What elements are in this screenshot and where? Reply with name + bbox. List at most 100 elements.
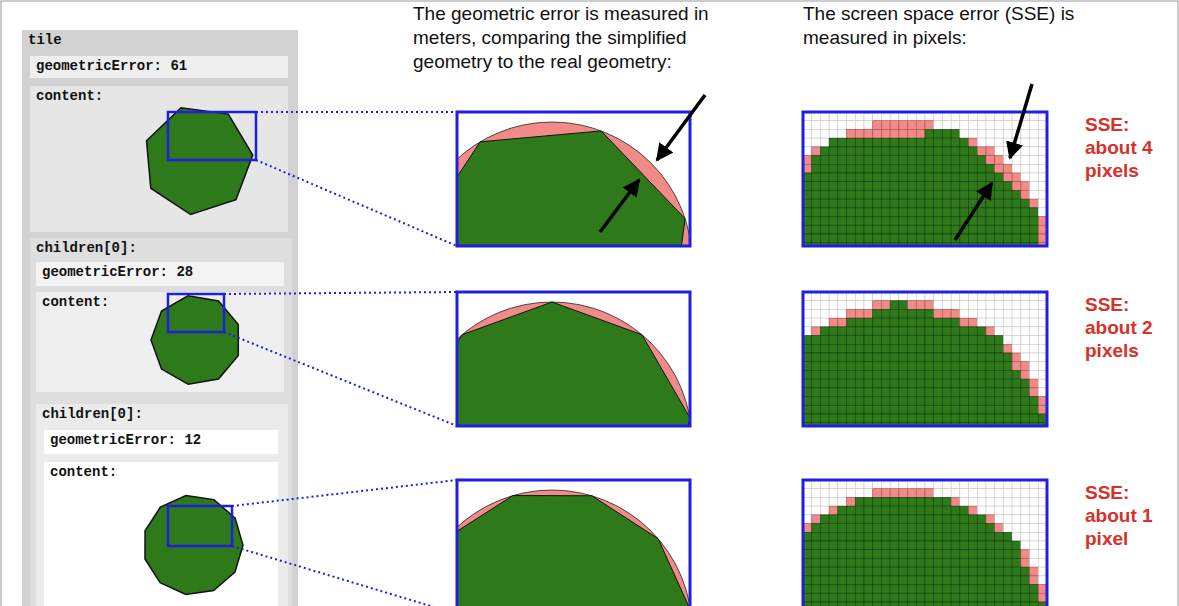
- pixel: [1021, 353, 1030, 362]
- pixel: [1012, 318, 1021, 327]
- pixel: [899, 327, 908, 336]
- pixel: [969, 524, 978, 533]
- pixel: [916, 121, 925, 130]
- pixel: [847, 292, 856, 301]
- pixel: [812, 550, 821, 559]
- pixel: [942, 480, 951, 489]
- pixel: [951, 524, 960, 533]
- pixel: [1030, 309, 1039, 318]
- pixel: [855, 164, 864, 173]
- pixel: [873, 397, 882, 406]
- pixel: [890, 541, 899, 550]
- pixel: [908, 129, 917, 138]
- pixel: [847, 379, 856, 388]
- pixel: [1012, 497, 1021, 506]
- pixel: [986, 353, 995, 362]
- pixel: [942, 550, 951, 559]
- pixel: [977, 506, 986, 515]
- pixel: [1038, 379, 1047, 388]
- pixel: [1038, 585, 1047, 594]
- pixel: [1030, 388, 1039, 397]
- pixel: [890, 550, 899, 559]
- pixel: [986, 225, 995, 234]
- pixel: [942, 173, 951, 182]
- pixel: [1021, 208, 1030, 217]
- pixel: [873, 164, 882, 173]
- pixel: [951, 129, 960, 138]
- pixel: [847, 164, 856, 173]
- pixel: [838, 515, 847, 524]
- pixel: [925, 423, 934, 426]
- pixel: [951, 182, 960, 191]
- pixel: [829, 567, 838, 576]
- pixel: [951, 353, 960, 362]
- pixel: [934, 489, 943, 498]
- error-arrow: [955, 183, 992, 240]
- pixel: [812, 497, 821, 506]
- pixel: [812, 121, 821, 130]
- pixel: [1003, 156, 1012, 165]
- pixel: [1038, 182, 1047, 191]
- node-label: children[0]:: [36, 404, 149, 424]
- pixel: [1038, 147, 1047, 156]
- pixel: [803, 593, 812, 602]
- pixel: [847, 515, 856, 524]
- pixel: [942, 190, 951, 199]
- pixel: [1030, 199, 1039, 208]
- pixel: [969, 532, 978, 541]
- pixel: [908, 138, 917, 147]
- pixel: [960, 602, 969, 606]
- pixel: [855, 405, 864, 414]
- pixel: [873, 593, 882, 602]
- node-label: content:: [30, 86, 109, 106]
- pixel: [934, 138, 943, 147]
- pixel: [916, 318, 925, 327]
- pixel: [899, 362, 908, 371]
- pixel: [829, 585, 838, 594]
- pixel: [969, 190, 978, 199]
- pixel: [995, 602, 1004, 606]
- pixel: [951, 173, 960, 182]
- pixel: [890, 112, 899, 121]
- pixel: [855, 301, 864, 310]
- pixel: [803, 497, 812, 506]
- pixel: [812, 541, 821, 550]
- pixel: [1012, 182, 1021, 191]
- pixel: [838, 225, 847, 234]
- pixel: [1012, 138, 1021, 147]
- pixel: [1038, 121, 1047, 130]
- pixel: [1021, 243, 1030, 246]
- pixel: [881, 234, 890, 243]
- pixel: [829, 480, 838, 489]
- pixel: [916, 344, 925, 353]
- pixel: [873, 567, 882, 576]
- pixel: [1012, 585, 1021, 594]
- pixel: [951, 532, 960, 541]
- pixel: [820, 164, 829, 173]
- pixel: [986, 489, 995, 498]
- pixel: [864, 182, 873, 191]
- pixel: [838, 405, 847, 414]
- pixel: [829, 138, 838, 147]
- pixel: [969, 336, 978, 345]
- pixel: [881, 397, 890, 406]
- pixel: [1003, 208, 1012, 217]
- pixel: [925, 292, 934, 301]
- pixel: [960, 480, 969, 489]
- pixel: [820, 147, 829, 156]
- pixel: [890, 318, 899, 327]
- pixel: [969, 292, 978, 301]
- pixel: [916, 515, 925, 524]
- pixel: [829, 550, 838, 559]
- pixel: [969, 327, 978, 336]
- pixel: [881, 173, 890, 182]
- pixel: [942, 243, 951, 246]
- pixel: [890, 182, 899, 191]
- pixel: [899, 515, 908, 524]
- pixel: [847, 225, 856, 234]
- pixel: [986, 567, 995, 576]
- pixel: [803, 327, 812, 336]
- pixel: [855, 362, 864, 371]
- pixel: [969, 397, 978, 406]
- pixel: [995, 541, 1004, 550]
